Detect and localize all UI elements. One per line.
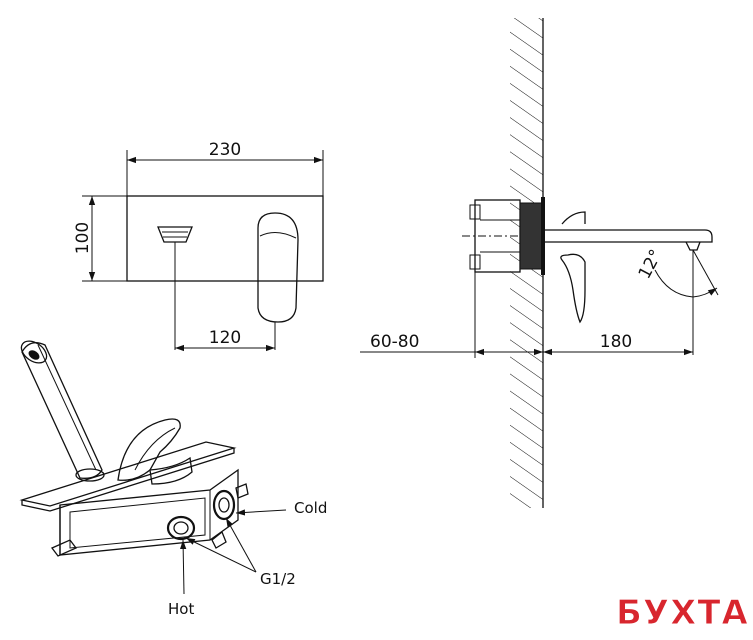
spout-outlet-icon: [157, 226, 193, 350]
cold-label: Cold: [294, 499, 327, 517]
width-dimension-label: 230: [209, 140, 241, 160]
iso-lever-icon: [117, 418, 193, 485]
brand-watermark: БУХТА: [616, 593, 749, 633]
spout-length-dimension-label: 180: [600, 332, 632, 352]
spacing-dimension-label: 120: [209, 328, 241, 348]
cold-port-icon: [212, 489, 236, 521]
hot-label: Hot: [168, 600, 194, 618]
side-view: 12° 60-80 180: [360, 18, 719, 508]
iso-cover-plate: [19, 441, 237, 507]
spout-icon: [545, 211, 713, 251]
lever-handle-icon: [257, 212, 299, 350]
height-dimension-label: 100: [73, 222, 93, 254]
iso-box-body: [59, 468, 239, 556]
wall-depth-dimension-label: 60-80: [370, 332, 419, 352]
hot-port-icon: [166, 515, 196, 541]
angle-label: 12°: [635, 246, 667, 282]
wall-plate-profile: [519, 202, 543, 270]
front-view: 230 100 120: [73, 140, 324, 352]
isometric-view: Cold G1/2 Hot: [19, 340, 327, 618]
iso-spout-icon: [20, 340, 105, 482]
wall-plate-outline: [126, 195, 324, 282]
angle-arc: [654, 269, 718, 298]
g12-label: G1/2: [260, 570, 296, 588]
side-lever-icon: [560, 253, 586, 324]
